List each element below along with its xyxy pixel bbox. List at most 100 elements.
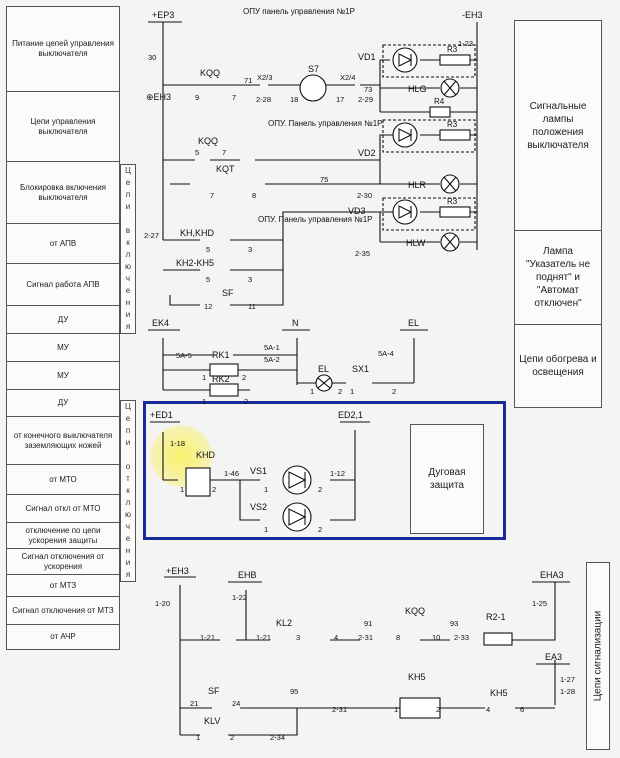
label-klv: KLV [204, 716, 220, 726]
label-r3a: R3 [447, 45, 458, 54]
label-kl2: KL2 [276, 618, 292, 628]
node-24: 24 [232, 699, 240, 708]
left-section-16: Сигнал отключения от МТЗ [6, 596, 120, 624]
node-21: 21 [190, 699, 198, 708]
label-kh5b: KH5 [490, 688, 508, 698]
node-17: 17 [336, 95, 344, 104]
node-3a: 3 [248, 245, 252, 254]
label-hlg: HLG [408, 84, 427, 94]
node-2e: 2 [212, 485, 216, 494]
label-eha3: EHA3 [540, 570, 564, 580]
left-section-6: ДУ [6, 305, 120, 333]
node-10: 10 [432, 633, 440, 642]
signal-circuits-box: Цепи сигнализации [586, 562, 610, 750]
node-1i: 1 [196, 733, 200, 742]
left-section-column: Питание цепей управления выключателя Цеп… [6, 6, 120, 650]
left-section-1: Питание цепей управления выключателя [6, 6, 120, 91]
node-5c: 5 [206, 275, 210, 284]
label-opu1: ОПУ панель управления №1Р [243, 7, 355, 16]
label-ek4: EK4 [152, 318, 169, 328]
node-30: 30 [148, 53, 156, 62]
node-1-20: 1-20 [155, 599, 170, 608]
node-2g: 2 [318, 525, 322, 534]
left-section-15: от МТЗ [6, 574, 120, 596]
arc-protection-label: Дуговая защита [410, 424, 484, 534]
label-kqq2: KQQ [198, 136, 218, 146]
node-5a-5: 5A-5 [176, 351, 192, 360]
label-opu3: ОПУ. Панель управления №1Р [258, 215, 373, 224]
left-section-3: Блокировка включения выключателя [6, 161, 120, 223]
node-2-30: 2-30 [357, 191, 372, 200]
node-x24: X2/4 [340, 73, 355, 82]
node-3c: 3 [296, 633, 300, 642]
node-5a-4: 5A-4 [378, 349, 394, 358]
node-4: 4 [334, 633, 338, 642]
node-75: 75 [320, 175, 328, 184]
node-3b: 3 [248, 275, 252, 284]
node-1g: 1 [264, 525, 268, 534]
label-opu2: ОПУ. Панель управления №1Р [268, 119, 383, 128]
node-7c: 7 [210, 191, 214, 200]
node-2b: 2 [244, 397, 248, 406]
left-section-5: Сигнал работа АПВ [6, 263, 120, 305]
node-9: 9 [195, 93, 199, 102]
label-r3c: R3 [447, 197, 458, 206]
label-s7: S7 [308, 64, 319, 74]
node-18: 18 [290, 95, 298, 104]
left-section-2: Цепи управления выключателя [6, 91, 120, 161]
label-r4: R4 [434, 97, 445, 106]
label-ea3: EA3 [545, 652, 562, 662]
label-hlw: HLW [406, 238, 426, 248]
node-1-18: 1-18 [170, 439, 185, 448]
node-1b: 1 [202, 397, 206, 406]
node-2-28: 2-28 [256, 95, 271, 104]
node-1d: 1 [350, 387, 354, 396]
left-section-8: МУ [6, 361, 120, 389]
label-rk2: RK2 [212, 374, 230, 384]
node-93: 93 [450, 619, 458, 628]
node-2-29: 2-29 [358, 95, 373, 104]
label-vs1: VS1 [250, 466, 267, 476]
node-2-27: 2-27 [144, 231, 159, 240]
label-ehb: EHB [238, 570, 257, 580]
node-1h: 1 [394, 705, 398, 714]
node-5a: 5 [195, 148, 199, 157]
label-kh2-kh5: KH2-KH5 [176, 258, 214, 268]
label-sf1: SF [222, 288, 234, 298]
node-1e: 1 [180, 485, 184, 494]
left-section-11: от МТО [6, 464, 120, 494]
label-sx1: SX1 [352, 364, 369, 374]
node-91: 91 [364, 619, 372, 628]
left-section-7: МУ [6, 333, 120, 361]
label-eh3-bottom: +EH3 [166, 566, 189, 576]
label-eh3-mid: ⊕EH3 [146, 92, 171, 102]
node-1-27: 1-27 [560, 675, 575, 684]
node-x23: X2/3 [257, 73, 272, 82]
node-1f: 1 [264, 485, 268, 494]
node-1-22: 1-22 [232, 593, 247, 602]
node-2-31a: 2-31 [358, 633, 373, 642]
label-kh-khd: KH,KHD [180, 228, 215, 238]
node-2d: 2 [392, 387, 396, 396]
node-71: 71 [244, 76, 252, 85]
node-4b: 4 [486, 705, 490, 714]
node-2a: 2 [242, 373, 246, 382]
left-section-9: ДУ [6, 389, 120, 416]
node-5a-1: 5A-1 [264, 343, 280, 352]
node-6: 6 [520, 705, 524, 714]
node-7: 7 [232, 93, 236, 102]
label-kqq1: KQQ [200, 68, 220, 78]
right-section-1: Сигнальные лампы положения выключателя [514, 20, 602, 230]
label-rk1: RK1 [212, 350, 230, 360]
label-r3b: R3 [447, 120, 458, 129]
node-2-35: 2-35 [355, 249, 370, 258]
node-1-21a: 1-21 [200, 633, 215, 642]
node-1-12: 1-12 [330, 469, 345, 478]
right-section-2: Лампа "Указатель не поднят" и "Автомат о… [514, 230, 602, 324]
right-section-3: Цепи обогрева и освещения [514, 324, 602, 408]
node-95: 95 [290, 687, 298, 696]
label-r2-1: R2-1 [486, 612, 506, 622]
label-vd3: VD3 [348, 206, 366, 216]
